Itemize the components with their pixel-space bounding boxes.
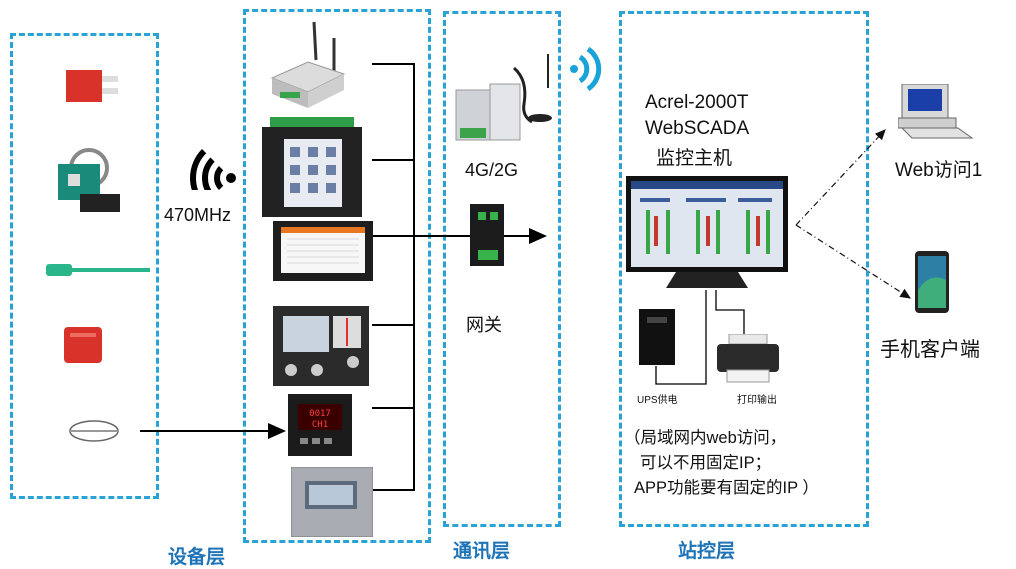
sensor-layer-box (10, 33, 159, 499)
touch-panel-meter-icon (262, 117, 366, 224)
tag-sensor-icon (66, 68, 118, 109)
comm-layer-label: 通讯层 (453, 540, 511, 562)
box-sensor-icon (62, 323, 106, 372)
note-line2: 可以不用固定IP； (640, 454, 772, 472)
printer-icon (715, 333, 781, 389)
ups-device-icon (637, 307, 677, 372)
scada-title-line3: 监控主机 (656, 148, 733, 169)
wireless-frequency-label: 470MHz (164, 205, 232, 225)
web-client-label: Web访问1 (895, 160, 983, 181)
cable-tie-sensor-icon (46, 262, 152, 283)
cellular-label: 4G/2G (465, 160, 519, 180)
signal-waves-icon (566, 46, 606, 97)
temperature-probe-icon (66, 417, 122, 452)
device-layer-box (243, 9, 431, 543)
note-line3: APP功能要有固定的IP ） (634, 479, 819, 497)
clamp-sensor-icon (54, 146, 124, 221)
cellular-dtu-icon (450, 54, 560, 159)
monitor-host-icon (626, 176, 788, 297)
mobile-client-label: 手机客户端 (880, 339, 980, 361)
scada-title-line2: WebSCADA (645, 118, 750, 139)
web-client-computer-icon (897, 83, 976, 145)
switchgear-controller-icon (273, 306, 369, 391)
device-layer-label: 设备层 (168, 546, 226, 568)
wireless-gateway-device-icon (268, 16, 348, 115)
svg-text:0017: 0017 (309, 409, 331, 419)
ups-label: UPS供电 (637, 395, 678, 406)
printer-label: 打印输出 (737, 395, 777, 406)
hmi-screen-icon (273, 221, 373, 286)
comm-layer-box (443, 11, 561, 527)
note-line1: （局域网内web访问， (624, 429, 787, 447)
mobile-client-phone-icon (914, 250, 950, 319)
gateway-device-icon (466, 200, 508, 275)
station-layer-box (619, 11, 869, 527)
station-layer-label: 站控层 (678, 540, 736, 562)
gateway-label: 网关 (466, 315, 502, 335)
svg-text:CH1: CH1 (312, 420, 328, 430)
wireless-signal-icon (183, 130, 243, 207)
scada-title-line1: Acrel-2000T (645, 92, 749, 113)
cabinet-device-icon (290, 466, 374, 542)
